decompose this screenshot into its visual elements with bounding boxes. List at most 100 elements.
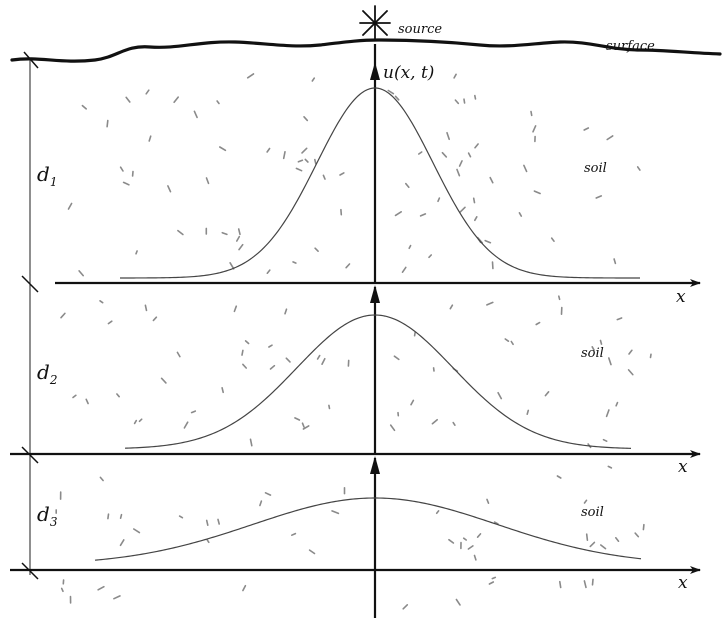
soil-speckle — [438, 198, 439, 201]
u-axis-arrow-2 — [370, 285, 380, 303]
soil-speckle — [505, 339, 508, 341]
soil-speckle — [239, 229, 240, 234]
soil-speckle — [604, 440, 607, 442]
soil-speckle — [587, 534, 588, 540]
soil-speckle — [135, 421, 137, 424]
soil-speckle — [545, 392, 548, 396]
soil-speckle — [464, 538, 467, 540]
soil-speckle — [531, 112, 532, 116]
soil-speckle — [607, 410, 609, 416]
soil-speckle — [260, 501, 262, 505]
soil-speckle — [411, 400, 413, 404]
soil-speckle — [498, 393, 501, 399]
soil-speckle — [391, 425, 395, 430]
soil-speckle — [492, 577, 495, 578]
soil-speckle — [487, 302, 493, 305]
soil-speckle — [267, 270, 270, 273]
soil-speckle — [638, 167, 640, 170]
soil-speckle — [121, 167, 123, 171]
soil-speckle — [271, 366, 275, 369]
soil-speckle — [609, 358, 611, 365]
soil-speckle — [468, 546, 473, 549]
soil-speckle — [108, 321, 111, 323]
soil-speckle — [108, 514, 109, 518]
soil-speckle — [242, 350, 243, 355]
soil-speckle — [178, 231, 183, 235]
soil-speckle — [79, 271, 83, 276]
soil-speckle — [332, 511, 338, 514]
soil-speckle — [474, 198, 475, 202]
soil-speckle — [323, 175, 325, 179]
soil-speckle — [315, 248, 318, 251]
soil-speckle — [246, 341, 249, 344]
soil-speckle — [234, 306, 236, 311]
soil-speckle — [421, 214, 426, 216]
soil-speckle — [184, 422, 187, 428]
soil-speckle — [237, 237, 240, 241]
pulse-curve-layer-3 — [95, 498, 641, 560]
soil-speckle — [286, 358, 290, 362]
soil-speckle — [593, 579, 594, 584]
soil-speckle — [616, 403, 617, 406]
soil-speckle — [269, 345, 272, 347]
soil-speckle — [266, 493, 271, 495]
soil-speckle — [437, 511, 439, 513]
soil-speckle — [292, 534, 296, 536]
source-icon — [360, 6, 390, 40]
soil-speckle — [295, 418, 300, 420]
soil-speckle — [450, 305, 452, 309]
soil-speckle — [489, 582, 493, 584]
soil-speckle — [136, 251, 137, 254]
soil-speckle — [296, 168, 301, 170]
soil-speckle — [617, 318, 621, 320]
soil-speckle — [485, 241, 490, 243]
soil-speckle — [616, 538, 619, 541]
soil-speckle — [100, 477, 103, 480]
soil-speckle — [248, 74, 254, 78]
soil-speckle — [601, 341, 602, 345]
soil-speckle — [146, 90, 149, 94]
soil-speckle — [453, 423, 455, 426]
soil-speckle — [162, 378, 166, 383]
source-label: source — [398, 22, 442, 37]
soil-speckle — [69, 204, 72, 210]
soil-speckle — [318, 356, 320, 359]
u-axis-label: u(x, t) — [383, 63, 434, 83]
soil-speckle — [239, 245, 243, 250]
soil-label-3: soil — [581, 505, 604, 520]
soil-speckle — [284, 152, 285, 159]
soil-speckle — [511, 342, 513, 345]
soil-speckle — [62, 588, 63, 591]
soil-speckle — [460, 161, 462, 166]
soil-speckle — [455, 100, 458, 103]
soil-speckle — [457, 170, 459, 176]
soil-speckle — [429, 255, 431, 257]
soil-speckle — [267, 149, 270, 153]
soil-speckle — [207, 178, 209, 183]
soil-speckle — [419, 152, 422, 154]
soil-speckle — [557, 476, 560, 478]
soil-speckle — [403, 267, 406, 272]
soil-speckle — [475, 144, 478, 148]
surface-label: surface — [606, 39, 655, 54]
x-axis-label-2: x — [678, 457, 688, 477]
soil-speckles — [56, 74, 651, 609]
soil-speckle — [406, 184, 409, 188]
soil-speckle — [651, 354, 652, 357]
soil-speckle — [207, 520, 208, 525]
soil-speckle — [536, 323, 539, 325]
soil-speckle — [310, 550, 315, 553]
pulse-curve-layer-1 — [120, 88, 640, 278]
soil-speckle — [73, 395, 76, 397]
soil-speckle — [107, 121, 108, 127]
soil-speckle — [340, 173, 344, 175]
soil-speckle — [601, 545, 606, 549]
soil-speckle — [304, 117, 307, 121]
soil-speckle — [114, 596, 120, 599]
soil-speckle — [285, 309, 287, 314]
soil-speckle — [346, 264, 349, 268]
soil-speckle — [475, 556, 476, 560]
soil-speckle — [590, 542, 594, 546]
soil-speckle — [315, 160, 316, 164]
